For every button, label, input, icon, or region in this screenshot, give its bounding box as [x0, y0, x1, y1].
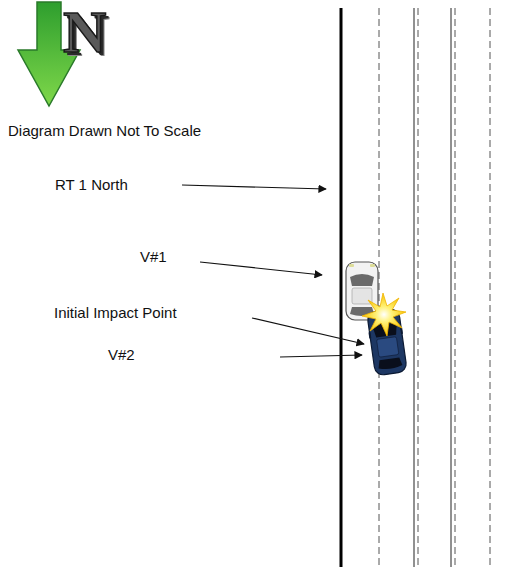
vehicle-1 [346, 262, 378, 320]
vehicle-label: V#2 [108, 346, 135, 364]
impact-burst [362, 293, 406, 336]
road-name: RT 1 North [55, 176, 128, 194]
vehicle-label: V#1 [140, 248, 167, 266]
north-letter: N [63, 2, 106, 62]
roadway [341, 8, 490, 567]
leader-lines [182, 185, 364, 357]
scale-note: Diagram Drawn Not To Scale [8, 122, 201, 140]
impact-label: Initial Impact Point [54, 304, 177, 322]
